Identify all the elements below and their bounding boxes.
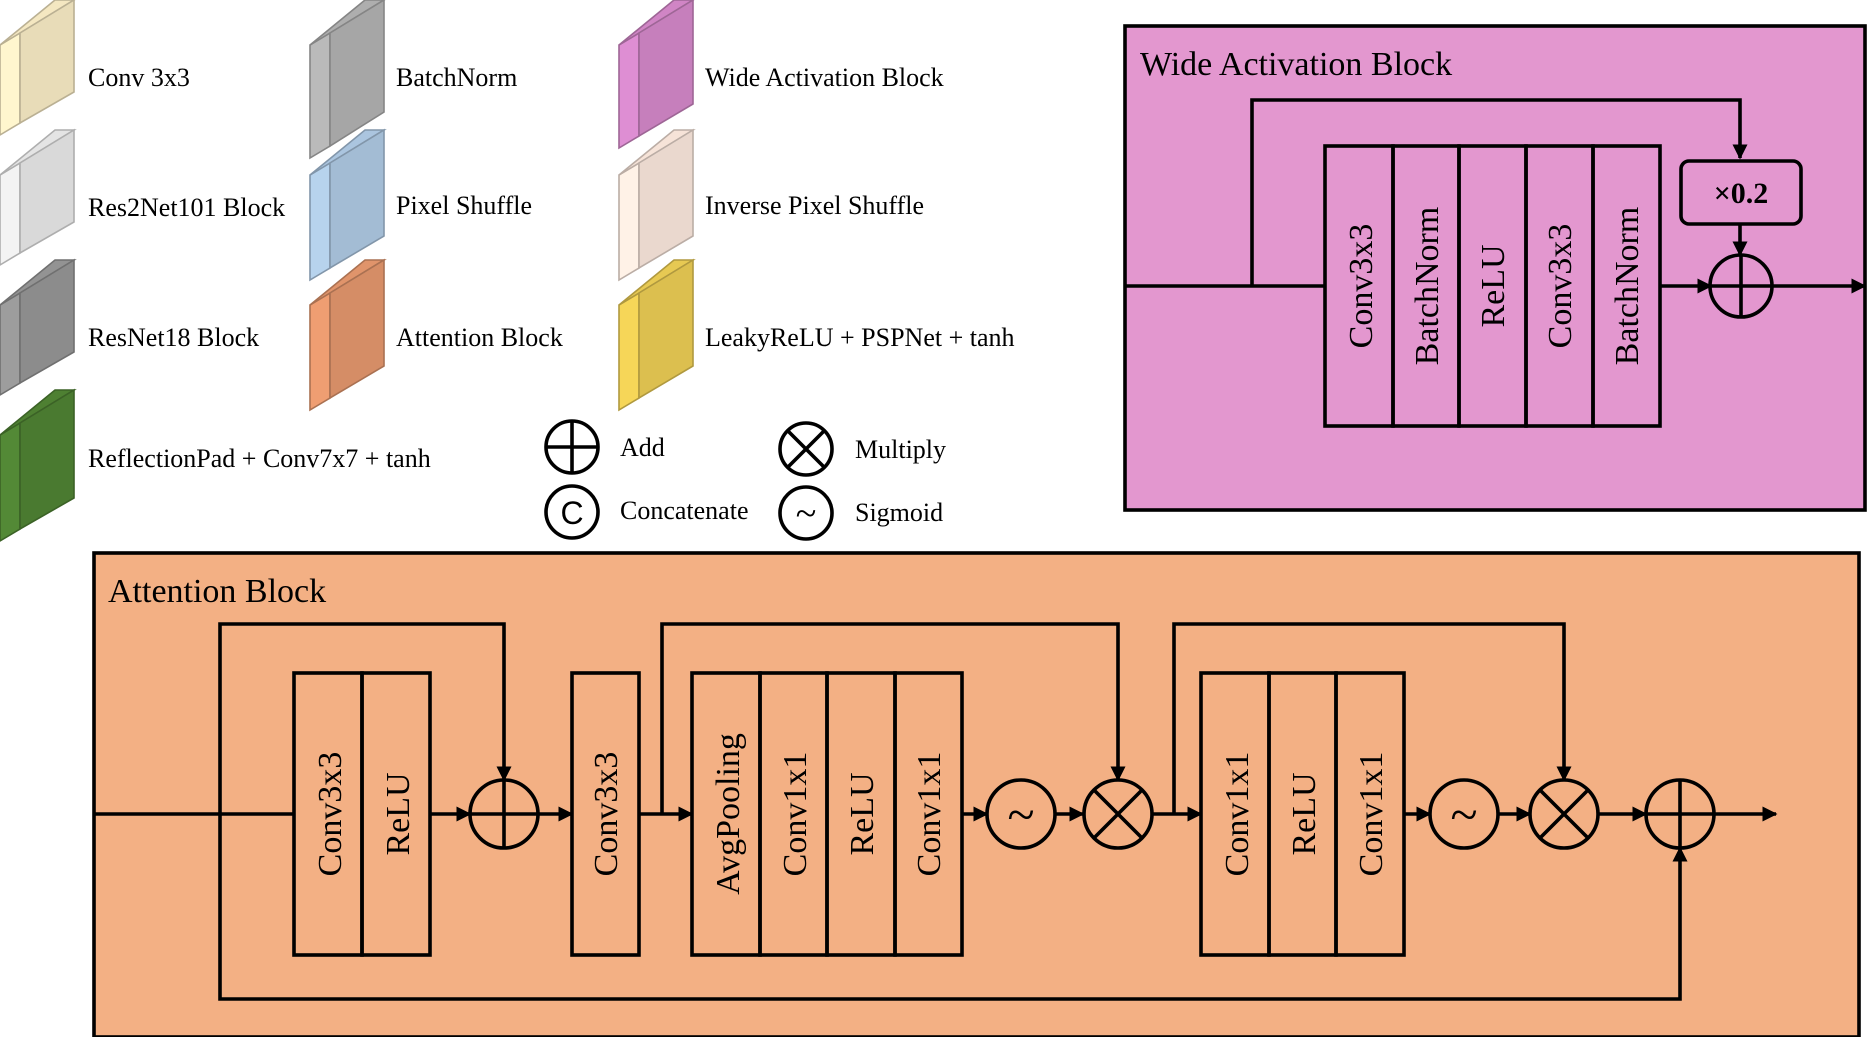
legend-leaky-psp-label: LeakyReLU + PSPNet + tanh <box>705 323 1015 352</box>
wide-scale-box <box>1679 159 1803 226</box>
legend-leaky-psp: LeakyReLU + PSPNet + tanh <box>618 258 1015 412</box>
att-g3-layer-3-label: Conv1x1 <box>1353 752 1390 877</box>
sigmoid-icon: ~ <box>778 485 834 541</box>
legend: Conv 3x3 Res2Net101 Block ResNet18 Block… <box>0 0 1015 542</box>
wide-layer-3-label: ReLU <box>1475 244 1512 327</box>
wide-layer-4-label: Conv3x3 <box>1542 224 1579 349</box>
legend-batchnorm-side <box>329 0 385 148</box>
att-g3-layer-1-label: Conv1x1 <box>1219 752 1256 877</box>
legend-leaky-psp-front <box>618 291 640 412</box>
att-skip-1 <box>218 622 512 814</box>
att-g1-layer-1-label: Conv3x3 <box>312 752 349 877</box>
legend-reflection-side <box>19 388 75 531</box>
legend-conv3x3-label: Conv 3x3 <box>88 63 190 92</box>
attention-group-3: Conv1x1 ReLU Conv1x1 <box>1199 671 1406 957</box>
att-skip-3 <box>1172 622 1572 814</box>
legend-resnet18-front <box>0 291 21 396</box>
att-add-icon-1 <box>468 778 540 850</box>
legend-conv3x3-side <box>19 0 75 125</box>
sigmoid-symbol: ~ <box>796 493 817 535</box>
legend-sigmoid: ~ Sigmoid <box>778 485 943 541</box>
wide-layer-5-label: BatchNorm <box>1609 207 1646 366</box>
att-sigmoid-1-symbol: ~ <box>1007 786 1034 842</box>
legend-inverse-pixel-shuffle: Inverse Pixel Shuffle <box>618 128 924 282</box>
concatenate-symbol: C <box>560 495 583 531</box>
wide-add-icon <box>1708 253 1774 319</box>
att-add-icon-2 <box>1644 778 1716 850</box>
legend-attention-side <box>329 258 385 400</box>
wide-skip-connection <box>1250 98 1748 286</box>
attention-group-2: AvgPooling Conv1x1 ReLU Conv1x1 <box>690 671 964 957</box>
att-multiply-icon-1 <box>1082 778 1154 850</box>
legend-res2net: Res2Net101 Block <box>0 128 285 266</box>
wide-layer-2-label: BatchNorm <box>1409 207 1446 366</box>
legend-pixel-shuffle-side <box>329 128 385 270</box>
attention-connections <box>94 622 1778 1001</box>
legend-reflection-label: ReflectionPad + Conv7x7 + tanh <box>88 444 431 473</box>
att-g2-layer-2-label: Conv1x1 <box>777 752 814 877</box>
legend-reflection-front <box>0 421 21 542</box>
legend-wide-activation-label: Wide Activation Block <box>705 63 944 92</box>
legend-inverse-pixel-shuffle-front <box>618 161 640 282</box>
legend-leaky-psp-side <box>638 258 694 400</box>
att-sigmoid-2-symbol: ~ <box>1450 786 1477 842</box>
attention-single-conv: Conv3x3 <box>570 671 641 957</box>
att-sigmoid-icon-2: ~ <box>1428 778 1500 850</box>
att-g2-layer-1-label: AvgPooling <box>710 733 747 895</box>
legend-resnet18-side <box>19 258 75 385</box>
legend-add: Add <box>544 419 665 475</box>
legend-attention-label: Attention Block <box>396 323 563 352</box>
attention-panel: Attention Block Conv3x3 ReLU Conv3x3 Avg… <box>92 551 1861 1037</box>
legend-wide-activation: Wide Activation Block <box>618 0 944 150</box>
legend-add-label: Add <box>620 433 665 462</box>
legend-wide-activation-front <box>618 31 640 150</box>
wide-activation-panel: Wide Activation Block Conv3x3 BatchNorm … <box>1123 24 1867 512</box>
legend-multiply-label: Multiply <box>855 435 946 464</box>
legend-batchnorm: BatchNorm <box>309 0 517 160</box>
legend-resnet18: ResNet18 Block <box>0 258 259 396</box>
legend-sigmoid-label: Sigmoid <box>855 498 943 527</box>
legend-multiply: Multiply <box>778 421 946 477</box>
att-single-label: Conv3x3 <box>588 752 625 877</box>
legend-res2net-label: Res2Net101 Block <box>88 193 285 222</box>
legend-attention-front <box>309 291 331 412</box>
legend-pixel-shuffle: Pixel Shuffle <box>309 128 532 282</box>
legend-resnet18-label: ResNet18 Block <box>88 323 259 352</box>
att-g1-layer-2-label: ReLU <box>380 772 417 855</box>
legend-batchnorm-front <box>309 31 331 160</box>
legend-inverse-pixel-shuffle-label: Inverse Pixel Shuffle <box>705 191 924 220</box>
legend-concatenate-label: Concatenate <box>620 496 749 525</box>
attention-title: Attention Block <box>108 573 326 610</box>
att-skip-2 <box>660 622 1126 814</box>
att-g2-layer-4-label: Conv1x1 <box>911 752 948 877</box>
att-sigmoid-icon-1: ~ <box>985 778 1057 850</box>
legend-conv3x3: Conv 3x3 <box>0 0 190 136</box>
wide-activation-connections <box>1125 98 1867 294</box>
legend-pixel-shuffle-label: Pixel Shuffle <box>396 191 532 220</box>
wide-activation-layers: Conv3x3 BatchNorm ReLU Conv3x3 BatchNorm <box>1323 144 1662 428</box>
wide-scale-label: ×0.2 <box>1714 177 1769 210</box>
add-icon <box>544 419 600 475</box>
legend-concatenate: C Concatenate <box>544 484 749 540</box>
wide-activation-title: Wide Activation Block <box>1140 46 1452 83</box>
wide-layer-1-label: Conv3x3 <box>1343 224 1380 349</box>
att-multiply-icon-2 <box>1528 778 1600 850</box>
legend-inverse-pixel-shuffle-side <box>638 128 694 270</box>
legend-wide-activation-side <box>638 0 694 138</box>
legend-reflection: ReflectionPad + Conv7x7 + tanh <box>0 388 431 542</box>
legend-attention: Attention Block <box>309 258 563 412</box>
att-long-skip <box>218 814 1688 1001</box>
att-g2-layer-3-label: ReLU <box>844 772 881 855</box>
concatenate-icon: C <box>544 484 600 540</box>
legend-batchnorm-label: BatchNorm <box>396 63 517 92</box>
legend-res2net-side <box>19 128 75 255</box>
legend-conv3x3-front <box>0 31 21 136</box>
multiply-icon <box>778 421 834 477</box>
att-g3-layer-2-label: ReLU <box>1286 772 1323 855</box>
legend-pixel-shuffle-front <box>309 161 331 282</box>
legend-res2net-front <box>0 161 21 266</box>
